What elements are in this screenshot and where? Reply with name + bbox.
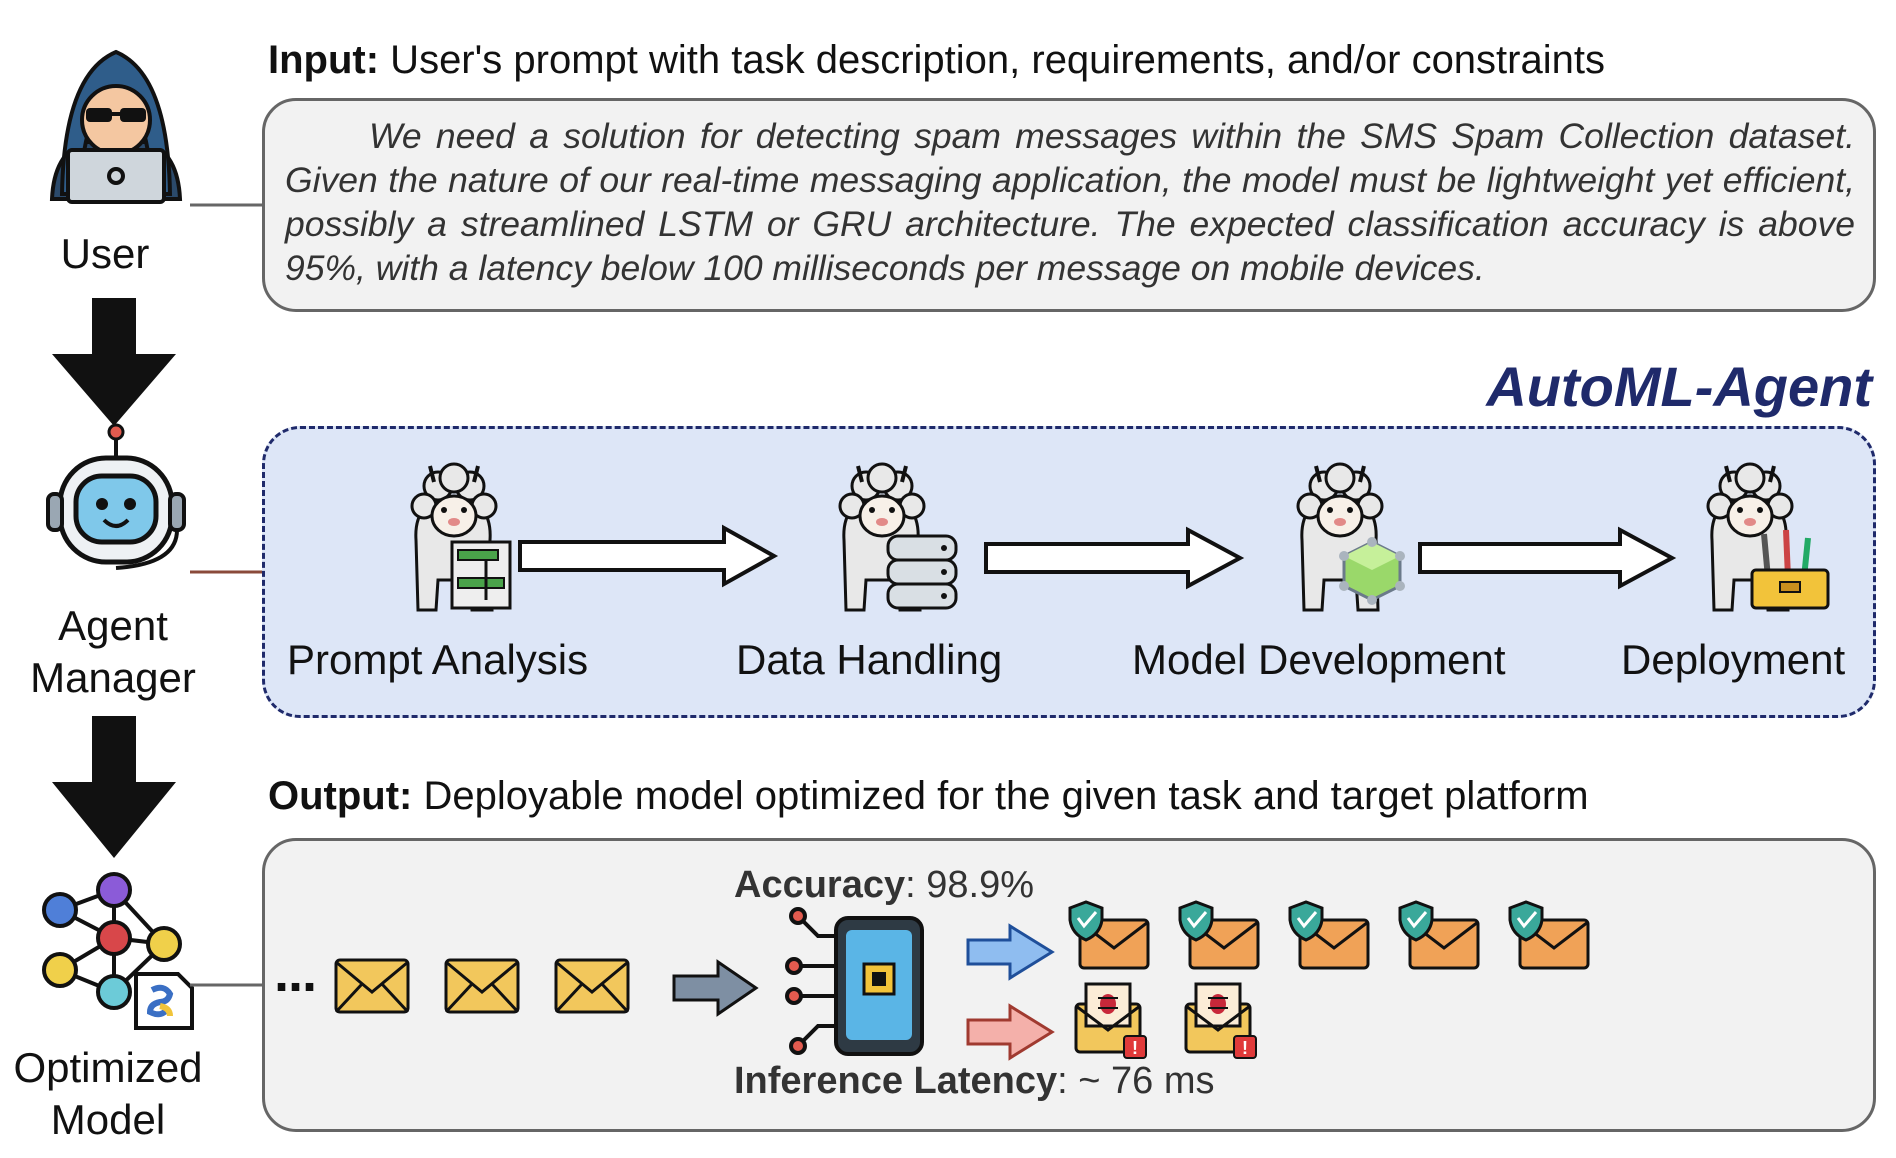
envelope-icon-2	[444, 958, 520, 1014]
stage-label-prompt-analysis: Prompt Analysis	[287, 636, 589, 683]
safe-envelope-icon-5	[1508, 900, 1590, 970]
svg-text:!: !	[1242, 1038, 1248, 1058]
circuit-lines-icon	[785, 907, 840, 1055]
down-arrow-2-icon	[52, 716, 176, 858]
input-arrow-icon	[672, 959, 759, 1017]
safe-envelope-icon-4	[1398, 900, 1480, 970]
accuracy-metric: Accuracy: 98.9%	[734, 864, 1034, 907]
spam-arrow-icon	[966, 1003, 1055, 1061]
llama-model-development-icon	[1296, 462, 1405, 612]
user-label: User	[60, 230, 150, 277]
optimized-model-label-line1: Optimized	[13, 1044, 203, 1091]
latency-value: : ~ 76 ms	[1057, 1060, 1215, 1102]
stage-label-data-handling: Data Handling	[736, 636, 1003, 683]
llama-deployment-icon	[1706, 462, 1830, 612]
output-heading: Output: Deployable model optimized for t…	[268, 774, 1589, 819]
input-heading: Input: User's prompt with task descripti…	[268, 38, 1605, 83]
safe-envelope-icon-2	[1178, 900, 1260, 970]
llama-data-handling-icon	[838, 462, 958, 612]
envelope-icon-3	[554, 958, 630, 1014]
automl-agent-title: AutoML-Agent	[1486, 355, 1872, 418]
safe-envelope-icon-3	[1288, 900, 1370, 970]
spam-envelope-icon-1: !	[1074, 982, 1147, 1059]
stage-arrow-1	[518, 524, 779, 588]
input-heading-text: User's prompt with task description, req…	[379, 38, 1605, 82]
output-heading-bold: Output:	[268, 774, 413, 818]
envelope-icon-1	[334, 958, 410, 1014]
output-box	[262, 838, 1876, 1132]
user-prompt-text: We need a solution for detecting spam me…	[285, 116, 1855, 288]
latency-metric: Inference Latency: ~ 76 ms	[734, 1060, 1214, 1103]
input-heading-bold: Input:	[268, 38, 380, 82]
optimized-model-label: Optimized Model	[0, 1042, 216, 1146]
down-arrow-1-icon	[52, 298, 176, 426]
output-heading-text: Deployable model optimized for the given…	[412, 774, 1589, 818]
agent-manager-label: Agent Manager	[18, 600, 208, 704]
spam-envelope-icon-2: !	[1184, 982, 1257, 1059]
optimized-model-label-line2: Model	[50, 1096, 166, 1143]
agent-manager-label-line1: Agent	[58, 602, 168, 649]
neural-network-model-icon	[42, 872, 194, 1030]
ham-arrow-icon	[966, 923, 1055, 981]
input-prompt-box	[262, 98, 1876, 312]
accuracy-value: : 98.9%	[905, 864, 1034, 906]
stage-label-model-development: Model Development	[1132, 636, 1506, 683]
robot-agent-icon	[46, 423, 186, 570]
safe-envelope-icon-1	[1068, 900, 1150, 970]
accuracy-label: Accuracy	[734, 864, 906, 906]
latency-label: Inference Latency	[734, 1060, 1058, 1102]
smartphone-chip-icon	[834, 916, 924, 1056]
llama-prompt-analysis-icon	[410, 462, 512, 612]
svg-text:!: !	[1132, 1038, 1138, 1058]
agent-manager-label-line2: Manager	[30, 654, 196, 701]
stage-arrow-2	[984, 526, 1245, 590]
stage-arrow-3	[1418, 526, 1677, 590]
ellipsis-text: ···	[274, 957, 320, 1017]
user-hacker-icon	[49, 49, 183, 204]
stage-label-deployment: Deployment	[1621, 636, 1846, 683]
